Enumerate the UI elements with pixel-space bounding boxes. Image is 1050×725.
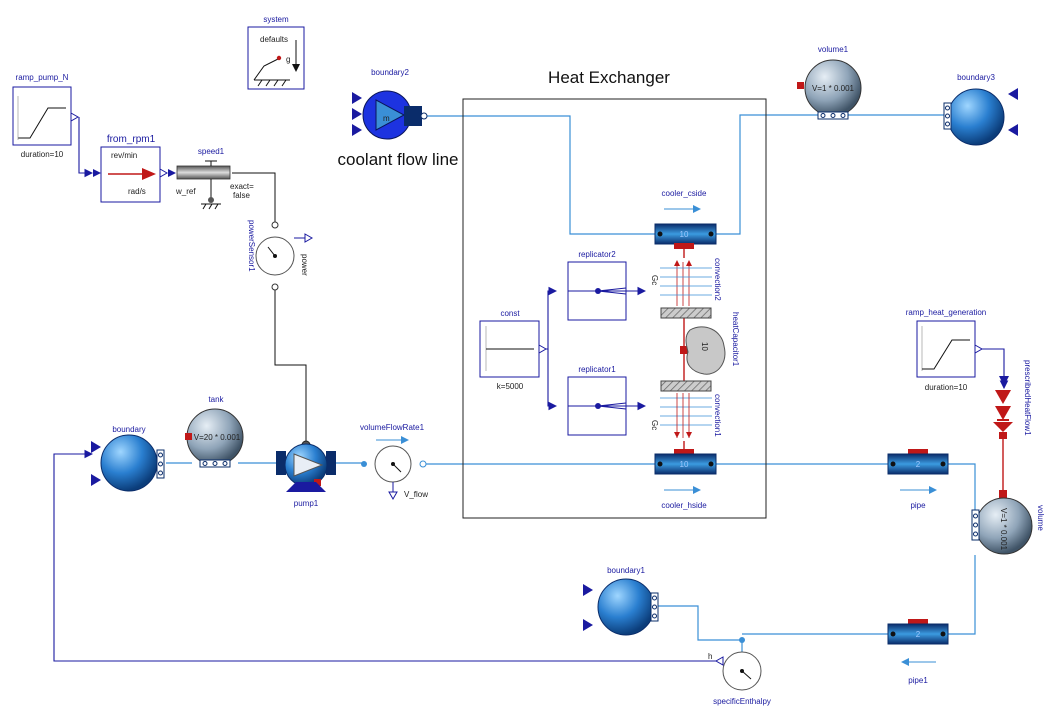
replicator2-label: replicator2	[578, 250, 616, 259]
volume1-param: V=1 * 0.001	[812, 84, 855, 93]
ramp-heat-block[interactable]: ramp_heat_generation duration=10	[906, 308, 987, 392]
speed-block[interactable]: speed1 w_ref exact= false	[168, 147, 254, 210]
speed-port: w_ref	[175, 187, 196, 196]
convection2-block[interactable]: Gc convection2	[650, 258, 722, 319]
pump-label: pump1	[294, 499, 319, 508]
pump-block[interactable]: pump1	[276, 440, 336, 508]
enthalpy-output: h	[708, 652, 712, 661]
volume-block[interactable]: V=1 * 0.001 volume	[971, 490, 1045, 555]
const-block[interactable]: const k=5000	[479, 309, 548, 391]
tank-param: V=20 * 0.001	[194, 433, 241, 442]
speed-exact: exact=	[230, 182, 254, 191]
pipe-n: 2	[916, 460, 921, 469]
convection1-block[interactable]: Gc convection1	[650, 380, 722, 438]
heat-flow-label: prescribedHeatFlow1	[1023, 360, 1032, 436]
from-rpm-unit-in: rev/min	[111, 151, 137, 160]
ramp-pump-duration: duration=10	[21, 150, 64, 159]
speed-false: false	[233, 191, 250, 200]
power-sensor-label: powerSensor1	[247, 220, 256, 272]
cooler-hside-n: 10	[680, 460, 689, 469]
cooler-cside-label: cooler_cside	[662, 189, 707, 198]
pipe1-n: 2	[916, 630, 921, 639]
boundary2-label: boundary2	[371, 68, 409, 77]
coolant-annotation: coolant flow line	[338, 150, 459, 169]
volume-param: V=1 * 0.001	[999, 508, 1008, 551]
tank-block[interactable]: tank V=20 * 0.001	[185, 395, 244, 468]
convection2-label: convection2	[713, 258, 722, 301]
pipe1-block[interactable]: 2 pipe1	[887, 619, 949, 685]
from-rpm-block[interactable]: from_rpm1 rev/min rad/s	[93, 134, 169, 203]
specific-enthalpy-block[interactable]: h specificEnthalpy	[708, 637, 771, 706]
heat-capacitor-block[interactable]: 10 heatCapacitor1	[680, 312, 740, 375]
cooler-hside-block[interactable]: 10 cooler_hside	[654, 449, 717, 510]
convection1-label: convection1	[713, 394, 722, 437]
pipe-label: pipe	[910, 501, 926, 510]
boundary2-symbol: m	[383, 114, 390, 123]
heat-exchanger-frame	[462, 98, 767, 519]
replicator1-label: replicator1	[578, 365, 616, 374]
ramp-heat-label: ramp_heat_generation	[906, 308, 987, 317]
boundary2-block[interactable]: boundary2 m	[352, 68, 428, 140]
ramp-pump-label: ramp_pump_N	[16, 73, 69, 82]
boundary1-block[interactable]: boundary1	[583, 566, 659, 636]
const-k: k=5000	[497, 382, 524, 391]
const-label: const	[500, 309, 520, 318]
vfr-label: volumeFlowRate1	[360, 423, 425, 432]
signal-connections	[53, 117, 1009, 662]
from-rpm-unit-out: rad/s	[128, 187, 146, 196]
pipe-block[interactable]: 2 pipe	[887, 449, 949, 510]
mechanical-connections	[232, 172, 307, 442]
pipe1-label: pipe1	[908, 676, 928, 685]
boundary-block[interactable]: boundary	[91, 425, 165, 492]
volume-flow-rate-block[interactable]: volumeFlowRate1 V_flow	[360, 423, 428, 501]
volume1-block[interactable]: volume1 V=1 * 0.001	[797, 45, 862, 120]
heat-exchanger-title: Heat Exchanger	[548, 68, 670, 87]
fluid-connections	[166, 114, 976, 652]
system-block[interactable]: system defaults g	[247, 15, 305, 90]
convection2-gc: Gc	[650, 275, 659, 285]
tank-label: tank	[208, 395, 224, 404]
cooler-hside-label: cooler_hside	[661, 501, 707, 510]
volume-label: volume	[1036, 505, 1045, 531]
heat-capacitor-n: 10	[700, 342, 709, 351]
ramp-heat-duration: duration=10	[925, 383, 968, 392]
ramp-pump-block[interactable]: ramp_pump_N duration=10	[12, 73, 80, 159]
system-g: g	[286, 55, 290, 64]
convection1-gc: Gc	[650, 420, 659, 430]
cooler-cside-n: 10	[680, 230, 689, 239]
system-defaults: defaults	[260, 35, 288, 44]
system-label: system	[263, 15, 289, 24]
cooler-cside-block[interactable]: cooler_cside 10	[654, 189, 717, 249]
speed-label: speed1	[198, 147, 225, 156]
power-sensor-block[interactable]: power powerSensor1	[247, 220, 314, 291]
vfr-output: V_flow	[404, 490, 428, 499]
prescribed-heat-flow-block[interactable]: prescribedHeatFlow1	[993, 360, 1032, 439]
power-output: power	[300, 254, 309, 276]
boundary3-block[interactable]: boundary3	[943, 73, 1018, 146]
replicator2-block[interactable]: replicator2	[567, 250, 627, 321]
heat-capacitor-label: heatCapacitor1	[731, 312, 740, 367]
enthalpy-label: specificEnthalpy	[713, 697, 771, 706]
boundary-label: boundary	[112, 425, 145, 434]
volume1-label: volume1	[818, 45, 849, 54]
boundary3-label: boundary3	[957, 73, 995, 82]
boundary1-label: boundary1	[607, 566, 645, 575]
from-rpm-label: from_rpm1	[107, 134, 156, 145]
replicator1-block[interactable]: replicator1	[567, 365, 627, 436]
